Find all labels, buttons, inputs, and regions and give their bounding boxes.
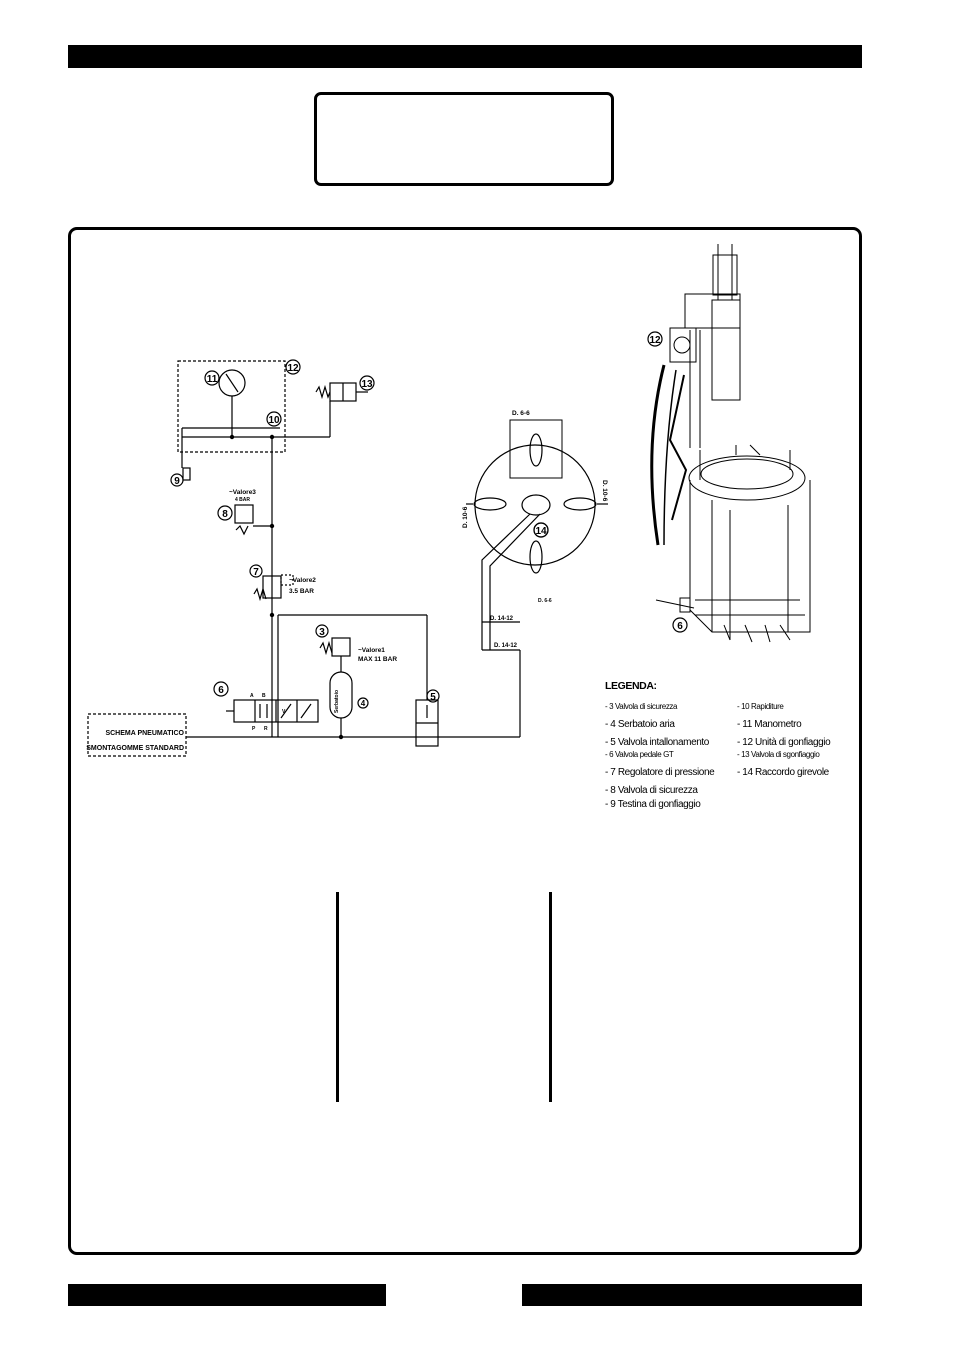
- safety-valve-8-icon: [234, 504, 254, 524]
- label-valve8-sub: 4 BAR: [235, 497, 250, 503]
- column-divider-left: [336, 892, 339, 1102]
- legend-item: - 13 Valvola di sgonfiaggio: [737, 750, 820, 759]
- legend-item: - 8 Valvola di sicurezza: [605, 785, 698, 796]
- legend-item: - 7 Regolatore di pressione: [605, 767, 715, 778]
- label-d-top: D. 6-6: [512, 410, 530, 417]
- marker-14: 14: [535, 526, 547, 537]
- legend-item: - 4 Serbatoio aria: [605, 719, 675, 730]
- label-valve7: ~Valore2: [289, 577, 316, 584]
- legend-item: - 12 Unità di gonfiaggio: [737, 737, 831, 748]
- turntable-icon: [474, 444, 596, 566]
- legend-left-column: - 3 Valvola di sicurezza - 4 Serbatoio a…: [605, 698, 715, 814]
- schema-subtitle: SMONTAGOMME STANDARD: [86, 745, 184, 752]
- safety-valve-3-icon: [331, 637, 351, 657]
- legend-item: - 10 Rapiditure: [737, 702, 784, 711]
- marker-12: 12: [287, 363, 299, 374]
- marker-7: 7: [253, 567, 259, 578]
- footer-bar-right: [522, 1284, 862, 1306]
- label-d-right: D. 10-6: [601, 480, 608, 502]
- marker-machine-12: 12: [649, 335, 661, 346]
- label-valve3: ~Valore1: [358, 647, 385, 654]
- legend-item: - 9 Testina di gonfiaggio: [605, 799, 701, 810]
- marker-4: 4: [361, 699, 366, 708]
- marker-3: 3: [319, 627, 325, 638]
- legend-item: - 14 Raccordo girevole: [737, 767, 829, 778]
- marker-6: 6: [218, 685, 224, 696]
- marker-13: 13: [361, 379, 373, 390]
- legend-item: - 3 Valvola di sicurezza: [605, 702, 678, 711]
- label-d-line2: D. 14-12: [494, 643, 518, 649]
- label-d-line1: D. 14-12: [490, 616, 514, 622]
- label-tank: Serbatoio: [334, 690, 340, 713]
- label-port-a: A: [250, 693, 254, 699]
- tyre-changer-sketch: [650, 244, 811, 643]
- legend-title: LEGENDA:: [605, 680, 657, 692]
- legend-item: - 6 Valvola pedale GT: [605, 750, 674, 759]
- label-valve3-sub: MAX 11 BAR: [358, 656, 397, 663]
- header-bar: [68, 45, 862, 68]
- marker-11: 11: [207, 374, 218, 385]
- legend: LEGENDA: - 3 Valvola di sicurezza - 4 Se…: [605, 680, 855, 810]
- main-frame: [68, 227, 862, 1255]
- label-port-v: V: [282, 709, 286, 715]
- inflation-unit-box: [177, 360, 286, 453]
- marker-9: 9: [174, 476, 180, 487]
- marker-machine-6: 6: [677, 621, 683, 632]
- marker-10: 10: [268, 415, 280, 426]
- label-valve7-sub: 3.5 BAR: [289, 588, 314, 595]
- legend-item: - 5 Valvola intallonamento: [605, 737, 709, 748]
- legend-right-column: - 10 Rapiditure - 11 Manometro - 12 Unit…: [737, 698, 831, 782]
- legend-item: - 11 Manometro: [737, 719, 802, 730]
- label-port-p: P: [252, 726, 256, 732]
- label-port-b: B: [262, 693, 266, 699]
- marker-5: 5: [430, 692, 436, 703]
- label-d-left: D. 10-6: [462, 506, 469, 528]
- label-d-bottom: D. 6-6: [538, 598, 552, 604]
- title-box: [314, 92, 614, 186]
- label-valve8: ~Valore3: [229, 489, 256, 496]
- label-port-r: R: [264, 726, 268, 732]
- column-divider-right: [549, 892, 552, 1102]
- marker-8: 8: [222, 509, 228, 520]
- footer-bar-left: [68, 1284, 386, 1306]
- schema-title: SCHEMA PNEUMATICO: [105, 730, 184, 737]
